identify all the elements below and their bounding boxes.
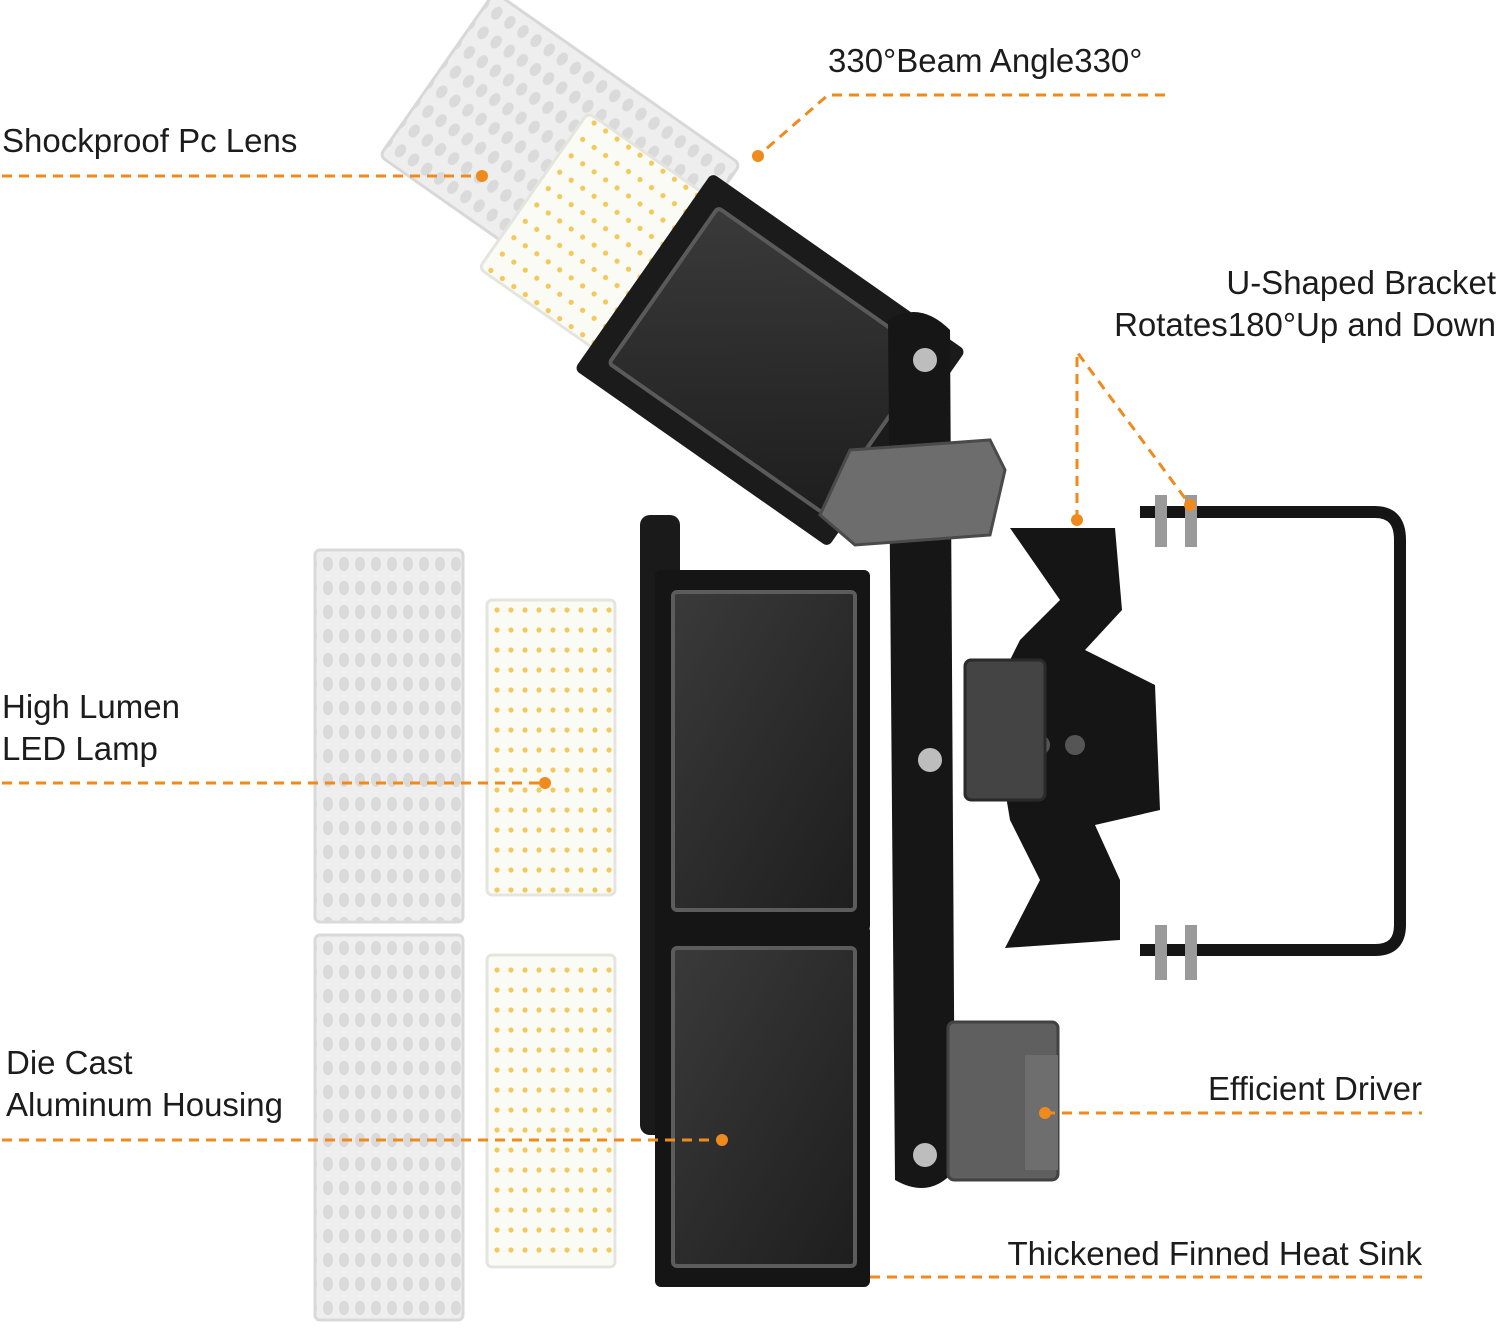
label-beam-angle: 330°Beam Angle330°	[828, 42, 1143, 79]
callout-dots	[476, 150, 1196, 1146]
callout-line-bracket	[1075, 347, 1192, 520]
lower-lens-panel	[313, 933, 465, 1322]
upper-driver-box	[818, 438, 1007, 547]
label-driver: Efficient Driver	[1208, 1070, 1422, 1107]
u-bracket	[1140, 495, 1406, 980]
driver-box	[946, 1020, 1060, 1182]
label-bracket: U-Shaped Bracket Rotates180°Up and Down	[1114, 262, 1496, 346]
label-bracket-line1: U-Shaped Bracket	[1226, 264, 1496, 301]
mid-housing	[655, 570, 870, 932]
lower-housing	[655, 925, 870, 1287]
label-heat-sink: Thickened Finned Heat Sink	[1007, 1235, 1422, 1272]
mounting-plate	[963, 528, 1160, 948]
label-led-line1: High Lumen	[2, 688, 180, 725]
label-lens: Shockproof Pc Lens	[2, 122, 298, 159]
callout-line-beam	[757, 93, 1165, 158]
label-bracket-line2: Rotates180°Up and Down	[1114, 306, 1496, 343]
label-housing: Die Cast Aluminum Housing	[6, 1042, 283, 1126]
lower-led-board	[485, 953, 617, 1269]
mid-lens-panel	[313, 548, 465, 924]
label-led-line2: LED Lamp	[2, 730, 158, 767]
label-led-lamp: High Lumen LED Lamp	[2, 686, 180, 770]
mid-led-board	[485, 598, 617, 897]
callout-lines	[2, 93, 1422, 1279]
label-housing-line2: Aluminum Housing	[6, 1086, 283, 1123]
label-housing-line1: Die Cast	[6, 1044, 133, 1081]
